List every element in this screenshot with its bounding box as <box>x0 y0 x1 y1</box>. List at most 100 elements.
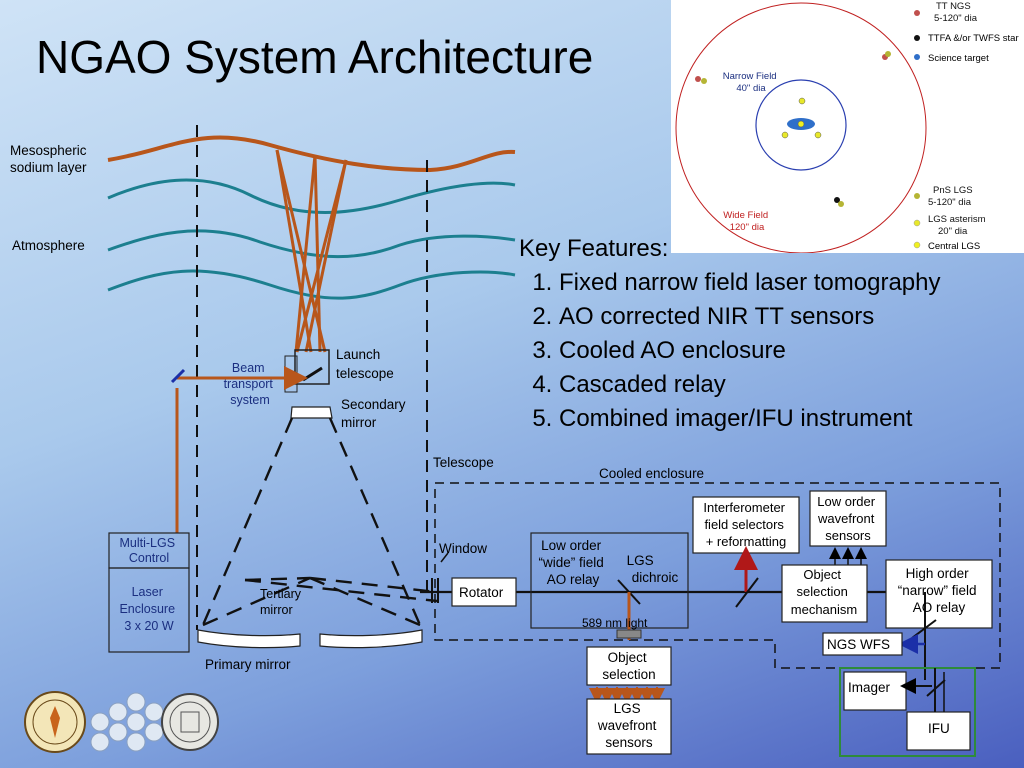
narrow-field-line2: 40" dia <box>736 83 766 94</box>
primary-mirror <box>197 629 423 649</box>
ngs-wfs-label: NGS WFS <box>827 637 890 652</box>
legend-swatch <box>914 193 920 199</box>
key-features: Key Features: Fixed narrow field laser t… <box>519 232 941 436</box>
secondary-mirror <box>290 406 333 419</box>
legend: TT NGS 5-120" dia TTFA &/or TWFS star Sc… <box>913 1 1019 252</box>
obj-sel-mech-line2: selection <box>797 584 848 599</box>
mesospheric-label-line2: sodium layer <box>10 160 87 175</box>
imager-label: Imager <box>848 680 891 695</box>
object-selection-line2: selection <box>602 667 655 682</box>
laser-beam-fan <box>275 149 348 353</box>
launch-telescope-line2: telescope <box>336 366 394 381</box>
low-order-wfs-line2: wavefront <box>817 511 875 526</box>
telescope-label: Telescope <box>433 455 494 470</box>
light-589-label: 589 nm light <box>582 616 648 630</box>
legend-swatch <box>914 35 920 41</box>
light-cone <box>201 417 438 627</box>
interferometer-box[interactable] <box>692 496 800 554</box>
object-selection-box[interactable] <box>586 646 672 686</box>
primary-mirror-label: Primary mirror <box>205 657 291 672</box>
low-order-wfs-box[interactable] <box>809 490 887 547</box>
rotator-label: Rotator <box>459 585 504 600</box>
legend-swatch <box>914 10 920 16</box>
instrument-outline <box>839 667 976 757</box>
uc-seal-logo <box>161 693 219 751</box>
beam-transport-path <box>170 366 308 533</box>
legend-label: TTFA &/or TWFS star <box>928 33 1019 44</box>
imager-box[interactable] <box>843 671 907 711</box>
high-order-line3: AO relay <box>913 600 966 615</box>
window-element <box>431 578 439 603</box>
object-selection-mechanism-box[interactable] <box>781 564 868 623</box>
launch-telescope <box>284 349 330 393</box>
obj-sel-mech-line3: mechanism <box>791 602 857 617</box>
secondary-mirror-line1: Secondary <box>341 397 406 412</box>
svg-text:Beam transport system: Beam transport system <box>224 361 277 407</box>
wide-field-line2: 120" dia <box>730 222 765 233</box>
svg-text:Interferometer field selec: Interferometer field selectors + reforma… <box>703 500 788 549</box>
laser-enclosure-box[interactable] <box>108 567 190 653</box>
ifu-box[interactable] <box>906 711 971 751</box>
legend-label: Science target <box>928 53 989 64</box>
low-order-relay-line1: Low order <box>541 538 602 553</box>
launch-telescope-line1: Launch <box>336 347 380 362</box>
svg-text:Object selection: Object selection <box>602 650 655 682</box>
interferometer-line1: Interferometer <box>703 500 785 515</box>
lgs-wfs-line1: LGS <box>614 701 641 716</box>
svg-text:PnS LGS 5-120" dia: PnS LGS 5-120" dia <box>928 185 975 208</box>
asterism-marker <box>781 131 789 139</box>
beam-transport-line1: Beam <box>232 361 265 375</box>
obj-sel-mech-line1: Object <box>803 567 841 582</box>
svg-text:Wide Field 120" dia: Wide Field 120" dia <box>723 210 771 233</box>
multi-lgs-line2: Control <box>129 551 169 565</box>
feature-item: AO corrected NIR TT sensors <box>559 300 941 334</box>
lgs-arrows <box>589 687 665 704</box>
feature-item: Cascaded relay <box>559 368 941 402</box>
legend-label: 5-120" dia <box>934 13 978 24</box>
laser-enclosure-line2: Enclosure <box>119 602 175 616</box>
legend-swatch <box>913 241 921 249</box>
low-order-relay-box[interactable] <box>530 532 689 629</box>
legend-swatch <box>913 219 921 227</box>
interferometer-line3: + reformatting <box>706 534 787 549</box>
multi-lgs-line1: Multi-LGS <box>119 536 175 550</box>
field-of-view-inset: Narrow Field 40" dia Wide Field 120" dia… <box>671 0 1024 254</box>
slide-title: NGAO System Architecture <box>36 31 594 83</box>
ngs-wfs-box[interactable] <box>822 632 903 656</box>
svg-text:Secondary mirror: Secondary mirror <box>341 397 409 430</box>
mesospheric-label-line1: Mesospheric <box>10 143 87 158</box>
central-lgs-marker <box>797 120 805 128</box>
low-order-wfs-line3: sensors <box>825 528 871 543</box>
lgs-wfs-line2: wavefront <box>597 718 657 733</box>
tertiary-line1: Tertiary <box>260 587 302 601</box>
twfs-star-marker <box>834 197 840 203</box>
low-order-relay-line2: “wide” field <box>538 555 603 570</box>
secondary-mirror-line2: mirror <box>341 415 377 430</box>
high-order-relay-box[interactable] <box>885 559 993 629</box>
asterism-marker <box>814 131 822 139</box>
feature-item: Combined imager/IFU instrument <box>559 402 941 436</box>
svg-text:Low order wavefront se: Low order wavefront sensors <box>817 494 879 543</box>
rotator-box[interactable] <box>451 577 517 607</box>
telescope-outline <box>196 125 428 630</box>
svg-text:High order “narrow” field: High order “narrow” field AO relay <box>898 566 981 615</box>
svg-text:LGS asterism 20" dia: LGS asterism 20" dia <box>928 214 988 237</box>
window-label: Window <box>439 541 487 556</box>
legend-label: Central LGS <box>928 241 980 252</box>
interferometer-line2: field selectors <box>704 517 784 532</box>
object-selection-line1: Object <box>608 650 647 665</box>
svg-text:Low order “wide” field: Low order “wide” field AO relay <box>538 538 607 587</box>
narrow-field-circle <box>755 79 847 171</box>
lgs-dichroic-line1: LGS <box>627 553 654 568</box>
lgs-wfs-box[interactable] <box>586 698 672 755</box>
low-order-relay-line3: AO relay <box>547 572 600 587</box>
legend-label: PnS LGS <box>933 185 973 196</box>
low-order-wfs-line1: Low order <box>817 494 875 509</box>
beam-transport-line3: system <box>230 393 270 407</box>
key-features-list: Fixed narrow field laser tomography AO c… <box>519 266 941 436</box>
laser-enclosure-line1: Laser <box>132 585 163 599</box>
wide-field-line1: Wide Field <box>723 210 768 221</box>
lgs-wfs-line3: sensors <box>605 735 653 750</box>
pns-lgs-marker <box>701 78 707 84</box>
